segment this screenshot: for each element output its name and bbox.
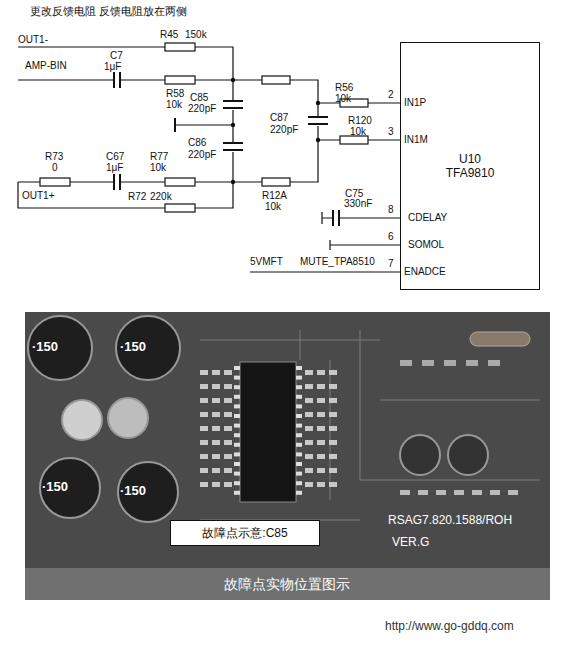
part-label: C85 (190, 92, 208, 104)
signal-name: MUTE_TPA8510 (300, 256, 375, 268)
part-label: 10k (265, 201, 281, 213)
board-marking: RSAG7.820.1588/ROH (388, 514, 512, 528)
signal-name: AMP-BIN (25, 60, 67, 72)
pin-name: IN1P (404, 97, 426, 109)
part-label: 10k (335, 93, 351, 105)
part-label: 10k (166, 99, 182, 111)
signal-name: OUT1+ (22, 190, 55, 202)
node-text: 故障点示意:C85 (202, 525, 287, 542)
part-label: R120 (348, 115, 372, 127)
pin-number: 2 (388, 89, 394, 101)
pin-name: SOMOL (408, 239, 444, 251)
watermark: http://www.go-gddq.com (385, 620, 514, 634)
part-label: 10k (150, 162, 166, 174)
part-label: R73 (45, 151, 63, 163)
node-text: TFA9810 (446, 166, 495, 180)
part-label: 220k (150, 191, 172, 203)
node-text: U10 (459, 152, 481, 166)
part-label: C67 (106, 151, 124, 163)
part-label: 10k (350, 126, 366, 138)
note-title: 更改反馈电阻 反馈电阻放在两侧 (30, 5, 187, 18)
part-label: 0 (52, 162, 58, 174)
fault-callout-box: 故障点示意:C85 (170, 520, 320, 546)
part-label: 220pF (270, 124, 298, 136)
part-label: C7 (110, 50, 123, 62)
figure-caption: 故障点实物位置图示 (224, 576, 350, 592)
signal-name: OUT1- (18, 34, 48, 46)
part-label: R12A (262, 190, 287, 202)
pin-name: CDELAY (408, 212, 447, 224)
capacitor-marking: ·150 (120, 340, 146, 355)
capacitor-marking: ·150 (32, 340, 58, 355)
part-label: 220pF (188, 149, 216, 161)
part-label: 150k (185, 29, 207, 41)
part-label: R72 (128, 191, 146, 203)
part-label: C86 (188, 137, 206, 149)
pin-number: 6 (388, 231, 394, 243)
part-label: R56 (335, 82, 353, 94)
part-label: C87 (270, 112, 288, 124)
signal-name: 5VMFT (250, 256, 283, 268)
pin-number: 8 (388, 204, 394, 216)
part-label: R58 (166, 88, 184, 100)
capacitor-marking: ·150 (42, 480, 68, 495)
pin-number: 7 (388, 258, 394, 270)
ic-box: U10TFA9810 (400, 42, 540, 290)
capacitor-marking: ·150 (120, 484, 146, 499)
pin-name: IN1M (404, 134, 428, 146)
part-label: 1μF (106, 162, 123, 174)
part-label: R77 (150, 151, 168, 163)
part-label: 330nF (344, 198, 372, 210)
pin-number: 3 (388, 126, 394, 138)
part-label: 1μF (104, 61, 121, 73)
pin-name: ENADCE (404, 266, 446, 278)
part-label: 220pF (188, 103, 216, 115)
board-marking: VER.G (392, 536, 429, 550)
part-label: C75 (345, 188, 363, 200)
part-label: R45 (160, 29, 178, 41)
